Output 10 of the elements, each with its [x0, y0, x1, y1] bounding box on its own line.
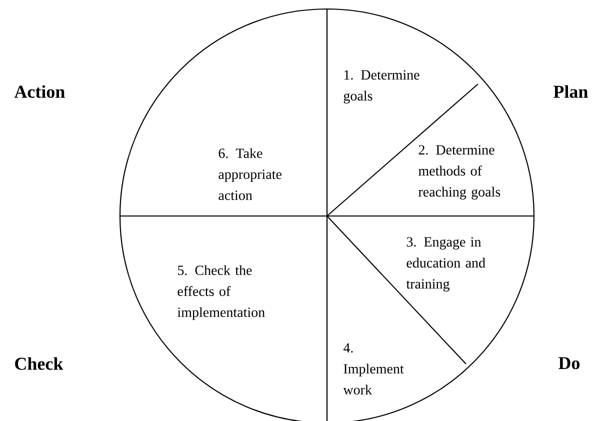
step-text: 2. Determine methods of reaching goals: [418, 145, 500, 200]
step-text: 5. Check the effects of implementation: [178, 265, 265, 320]
phase-label: Check: [15, 357, 64, 370]
step-text: 1. Determine goals: [344, 70, 420, 104]
phase-label: Action: [14, 85, 65, 98]
phase-label: Do: [558, 357, 580, 370]
step-text: 4. Implement work: [343, 343, 404, 395]
step-text: 6. Take appropriate action: [218, 148, 282, 200]
step-text: 3. Engage in education and training: [406, 237, 486, 292]
phase-label: Plan: [554, 85, 588, 98]
